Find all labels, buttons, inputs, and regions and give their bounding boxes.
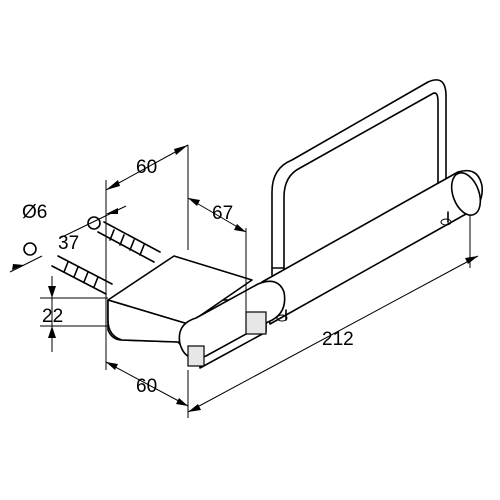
roll-tube — [261, 169, 483, 325]
screw-hole-lower-icon — [23, 242, 37, 256]
dim-depth-top: 67 — [212, 203, 233, 224]
dim-height: 22 — [42, 306, 63, 327]
dim-total-length: 212 — [322, 329, 354, 350]
dim-anchor-offset: 37 — [58, 233, 79, 254]
dim-width-bottom: 60 — [136, 376, 157, 397]
wall-plugs — [23, 216, 161, 295]
dimension-lines — [9, 144, 479, 418]
dim-diameter: Ø6 — [22, 202, 47, 223]
mount-block — [107, 255, 286, 369]
wire-bow — [271, 79, 447, 276]
dim-width-top: 60 — [136, 157, 157, 178]
